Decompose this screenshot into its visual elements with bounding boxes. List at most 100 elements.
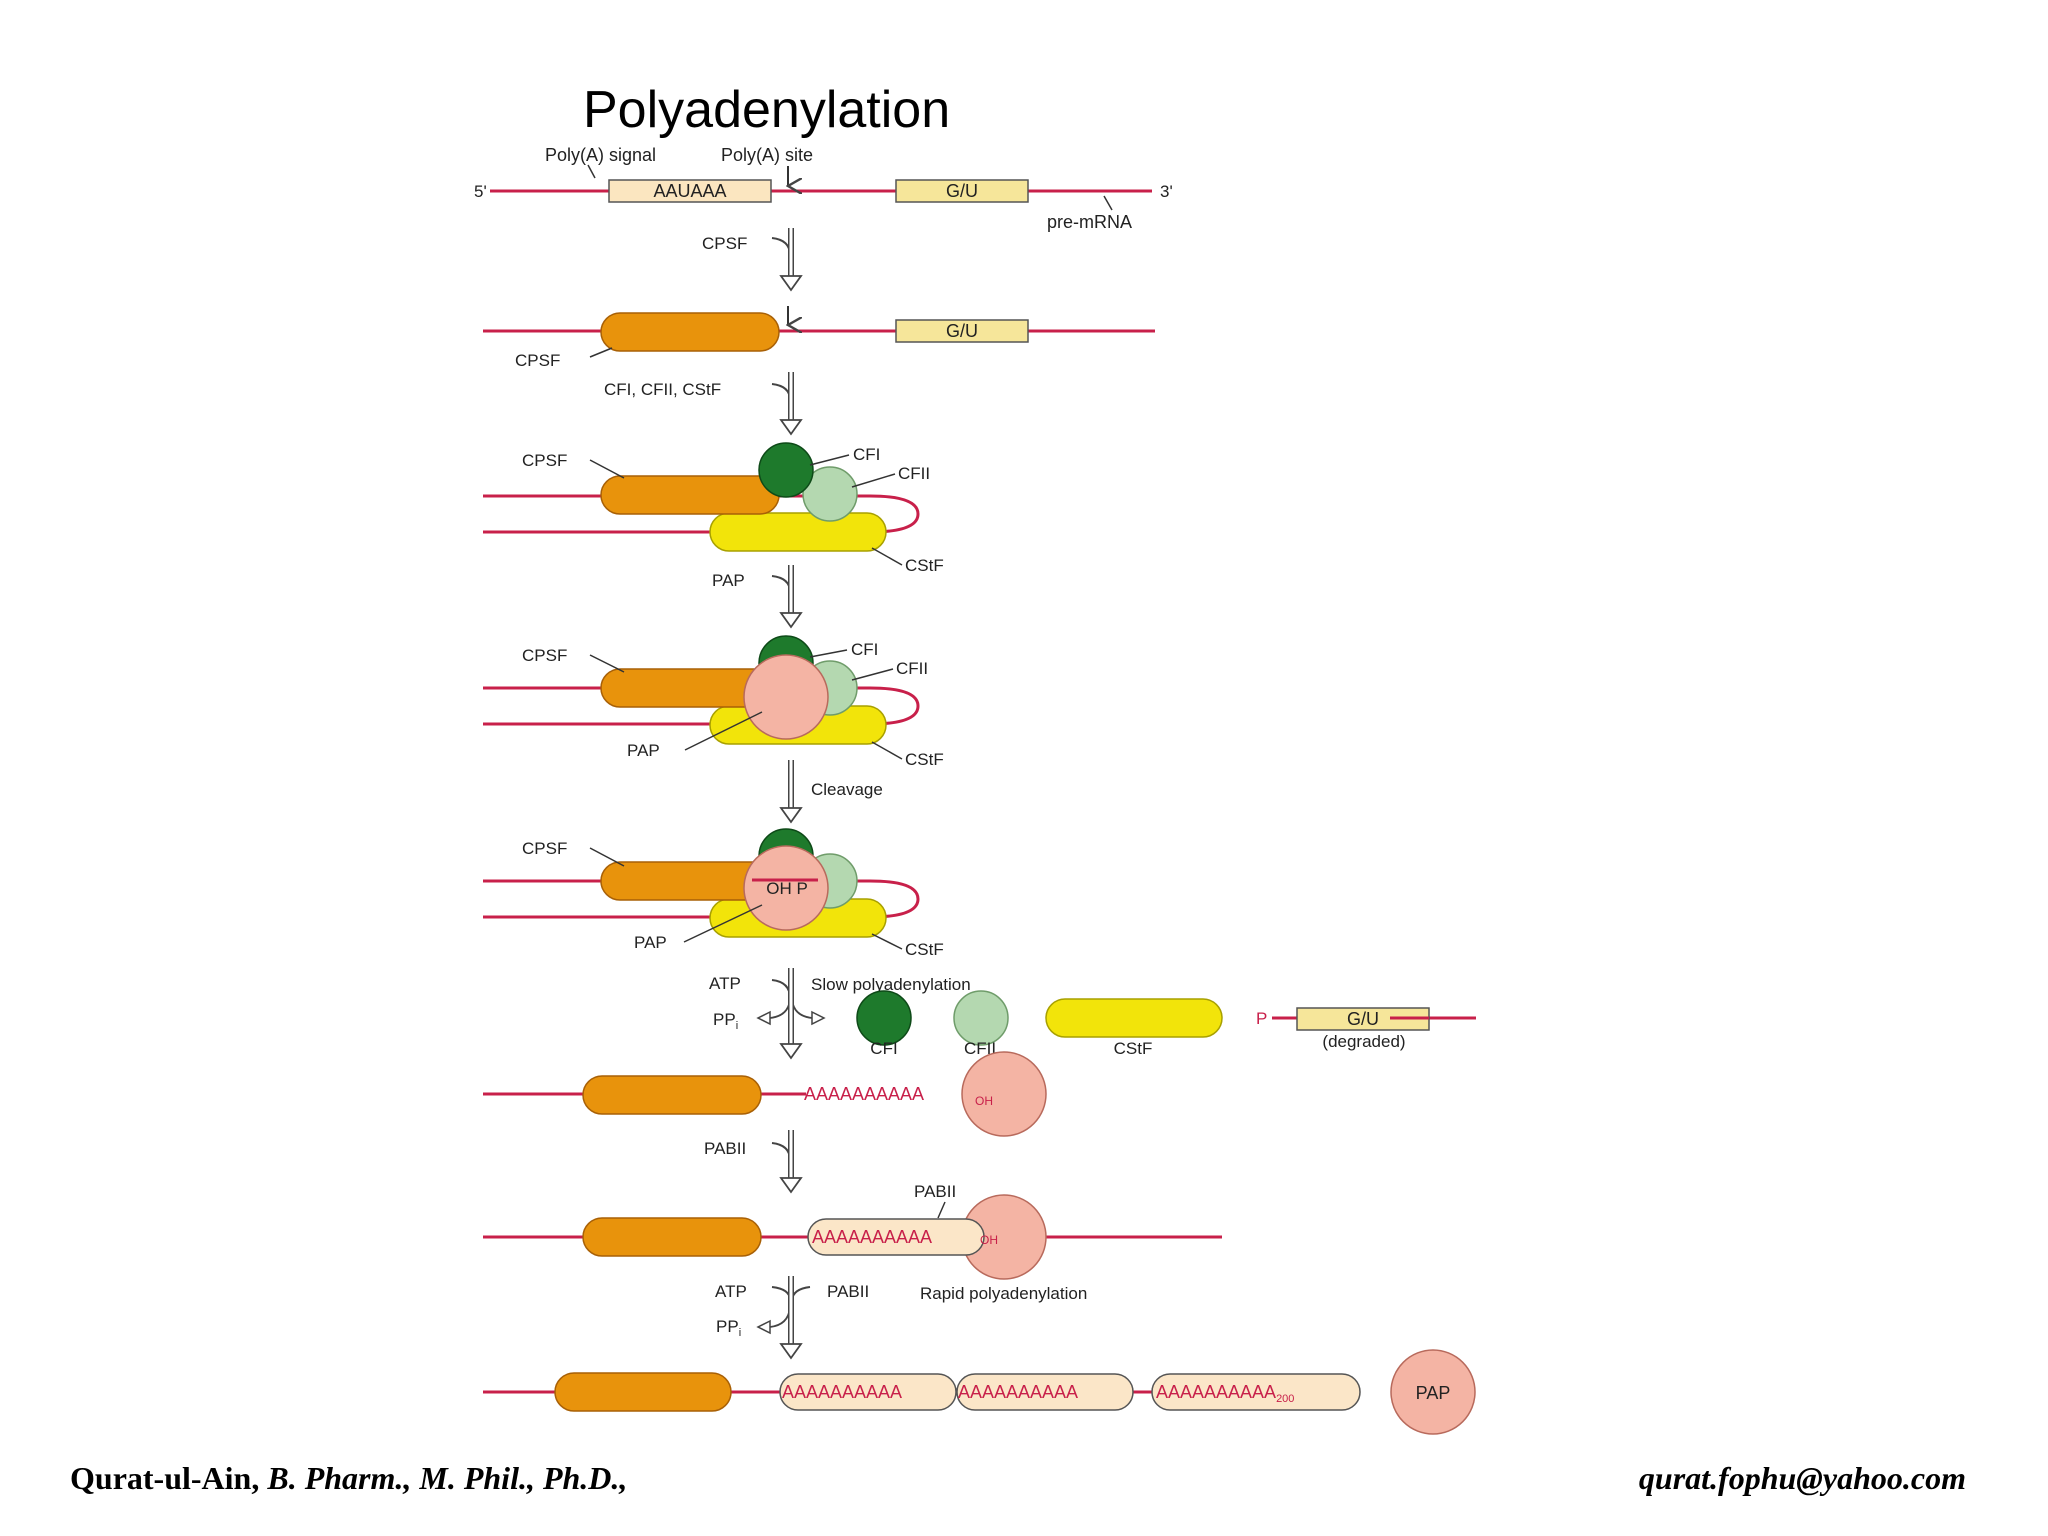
- cfi-shape: [856, 990, 912, 1046]
- three-prime-label: 3': [1160, 182, 1173, 201]
- cpsf-shape: [582, 1217, 762, 1257]
- cfii-label: CFII: [964, 1039, 996, 1058]
- curved-arrow: [771, 237, 791, 256]
- pap-label: PAP: [1416, 1383, 1451, 1403]
- released-factors: CFI CFII CStF P G/U (degraded): [856, 990, 1476, 1058]
- step-7-pabii-bound: AAAAAAAAAA OH PABII: [483, 1182, 1222, 1280]
- cpsf-shape: [554, 1372, 732, 1412]
- footer-author: Qurat-ul-Ain, B. Pharm., M. Phil., Ph.D.…: [70, 1460, 627, 1497]
- ppi-label: PPi: [716, 1317, 741, 1339]
- arrow-step-2: CFI, CFII, CStF: [604, 372, 803, 436]
- pabii-label: PABII: [914, 1182, 956, 1201]
- oh-p-label: OH P: [766, 879, 808, 898]
- poly-a-tail: AAAAAAAAAA200: [1156, 1382, 1294, 1405]
- pap-label: PAP: [634, 933, 667, 952]
- cleavage-label: Cleavage: [811, 780, 883, 799]
- gu-label: G/U: [1347, 1009, 1379, 1029]
- pabii-shape: [956, 1373, 1134, 1411]
- pap-label: PAP: [627, 741, 660, 760]
- cpsf-shape: [600, 312, 780, 352]
- gu-box: [895, 319, 1029, 343]
- step-6-slow-polya: AAAAAAAAAA OH: [483, 1051, 1047, 1137]
- poly-a-tail: AAAAAAAAAA: [812, 1227, 932, 1247]
- atp-label: ATP: [715, 1282, 747, 1301]
- pap-shape: [1390, 1349, 1476, 1435]
- signal-pointer: [587, 164, 596, 179]
- arrow-label-pabii: PABII: [704, 1139, 746, 1158]
- cpsf-shape: [582, 1075, 762, 1115]
- pabii-label: PABII: [827, 1282, 869, 1301]
- arrow-label-pap: PAP: [712, 571, 745, 590]
- cstf-shape: [1045, 998, 1223, 1038]
- aauaaa-box: [608, 179, 772, 203]
- pabii-shape: [1151, 1373, 1361, 1411]
- cpsf-shape: [600, 475, 780, 515]
- cfi-label: CFI: [853, 445, 880, 464]
- gu-label: G/U: [946, 181, 978, 201]
- five-prime-label: 5': [474, 182, 487, 201]
- pabii-shape: [807, 1218, 985, 1256]
- cstf-label: CStF: [905, 750, 944, 769]
- pre-mrna-label: pre-mRNA: [1047, 212, 1132, 232]
- rapid-polyadenylation-label: Rapid polyadenylation: [920, 1284, 1087, 1303]
- cfi-label: CFI: [870, 1039, 897, 1058]
- polya-signal-label: Poly(A) signal: [545, 145, 656, 165]
- down-arrow-head: [779, 275, 803, 292]
- step-3-complex: CPSF CFI CFII CStF: [483, 442, 944, 575]
- cfii-shape: [802, 466, 858, 522]
- cstf-label: CStF: [1114, 1039, 1153, 1058]
- arrow-step-7: ATP PABII PPi Rapid polyadenylation: [715, 1276, 1087, 1360]
- oh-label: OH: [975, 1094, 993, 1108]
- author-name: Qurat-ul-Ain,: [70, 1460, 260, 1496]
- arrow-label-factors: CFI, CFII, CStF: [604, 380, 721, 399]
- gu-label: G/U: [946, 321, 978, 341]
- gu-box: [895, 179, 1029, 203]
- cstf-shape: [709, 512, 887, 552]
- pap-shape: [743, 845, 829, 931]
- cpsf-label: CPSF: [522, 839, 567, 858]
- arrow-step-1: CPSF: [702, 228, 803, 292]
- step-8-full-polya-tail: AAAAAAAAAA AAAAAAAAAA AAAAAAAAAA200 PAP: [483, 1349, 1476, 1435]
- poly-a-tail: AAAAAAAAAA: [782, 1382, 902, 1402]
- cstf-label: CStF: [905, 556, 944, 575]
- cfii-label: CFII: [898, 464, 930, 483]
- rna-loop: [483, 494, 920, 534]
- slide-title: Polyadenylation: [583, 81, 951, 139]
- step-1-pre-mrna: 5' 3' Poly(A) signal Poly(A) site AAUAAA…: [474, 145, 1173, 232]
- step-2-cpsf-bound: G/U CPSF: [483, 306, 1155, 370]
- arrow-step-4: Cleavage: [779, 760, 883, 824]
- cpsf-label: CPSF: [522, 646, 567, 665]
- arrow-step-5: ATP PPi Slow polyadenylation: [709, 968, 971, 1060]
- cfi-label: CFI: [851, 640, 878, 659]
- poly-a-tail: AAAAAAAAAA: [804, 1084, 924, 1104]
- p-marker: P: [1256, 1009, 1267, 1028]
- pap-shape: [743, 654, 829, 740]
- arrow-step-6: PABII: [704, 1130, 803, 1194]
- atp-label: ATP: [709, 974, 741, 993]
- pap-shape: [961, 1051, 1047, 1137]
- arrow-step-3: PAP: [712, 565, 803, 629]
- arrow-label-cpsf: CPSF: [702, 234, 747, 253]
- cfii-shape: [953, 990, 1009, 1046]
- degraded-label: (degraded): [1322, 1032, 1405, 1051]
- footer-email: qurat.fophu@yahoo.com: [1638, 1460, 1966, 1496]
- cstf-label: CStF: [905, 940, 944, 959]
- rna-loop: [483, 686, 920, 726]
- cfii-label: CFII: [896, 659, 928, 678]
- ppi-label: PPi: [713, 1010, 738, 1032]
- slow-polyadenylation-label: Slow polyadenylation: [811, 975, 971, 994]
- polya-site-label: Poly(A) site: [721, 145, 813, 165]
- author-degrees: B. Pharm., M. Phil., Ph.D.,: [267, 1460, 628, 1496]
- pre-mrna-pointer: [1103, 195, 1113, 211]
- pabii-shape: [779, 1373, 957, 1411]
- cfi-shape: [758, 442, 814, 498]
- rna-loop: [483, 879, 920, 919]
- step-4-pap-bound: CPSF CFI CFII CStF PAP: [483, 635, 944, 769]
- poly-a-tail: AAAAAAAAAA: [958, 1382, 1078, 1402]
- aauaaa-label: AAUAAA: [653, 181, 726, 201]
- cpsf-label: CPSF: [515, 351, 560, 370]
- cpsf-label: CPSF: [522, 451, 567, 470]
- oh-label: OH: [980, 1233, 998, 1247]
